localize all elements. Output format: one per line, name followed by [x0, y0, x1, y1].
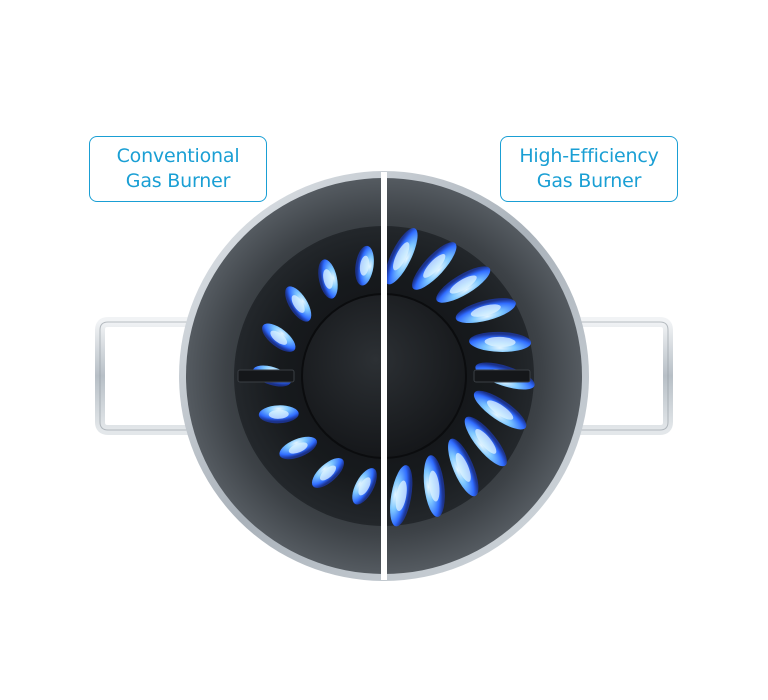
high-efficiency-label-line2: Gas Burner — [536, 170, 642, 192]
high-efficiency-flame-core-5 — [428, 470, 440, 502]
high-efficiency-burner — [384, 228, 535, 527]
conventional-label-line1: Conventional — [116, 145, 240, 167]
conventional-flame-core-8 — [288, 442, 308, 454]
conventional-label-line2: Gas Burner — [125, 170, 231, 192]
conventional-flame-core-14 — [359, 255, 370, 276]
high-efficiency-flame-core-19 — [423, 254, 446, 278]
conventional-flame-core-12 — [291, 295, 305, 313]
high-efficiency-flame-core-20 — [449, 275, 477, 294]
high-efficiency-flame-core-6 — [395, 480, 407, 512]
conventional-burner-label: Conventional Gas Burner — [89, 136, 267, 202]
high-efficiency-flame-core-3 — [475, 429, 497, 454]
high-efficiency-flame-core-2 — [486, 400, 514, 420]
conventional-flame-core-6 — [358, 477, 371, 496]
conventional-flame-core-11 — [270, 330, 288, 345]
high-efficiency-flame-core-21 — [470, 304, 501, 317]
high-efficiency-burner-label: High-Efficiency Gas Burner — [500, 136, 678, 202]
burner-notch-left — [237, 369, 295, 383]
pot-handle-right — [578, 317, 673, 435]
high-efficiency-flame-core-18 — [393, 242, 410, 271]
high-efficiency-flame-core-22 — [484, 336, 516, 347]
high-efficiency-flame-core-4 — [455, 453, 471, 482]
pot-handle-left — [95, 317, 190, 435]
conventional-burner — [252, 245, 377, 505]
burner-notch-right — [473, 369, 531, 383]
conventional-flame-core-7 — [319, 465, 337, 481]
high-efficiency-label-line1: High-Efficiency — [519, 145, 659, 167]
conventional-flame-core-9 — [268, 409, 289, 419]
conventional-flame-core-13 — [323, 269, 333, 289]
comparison-divider — [381, 172, 387, 580]
